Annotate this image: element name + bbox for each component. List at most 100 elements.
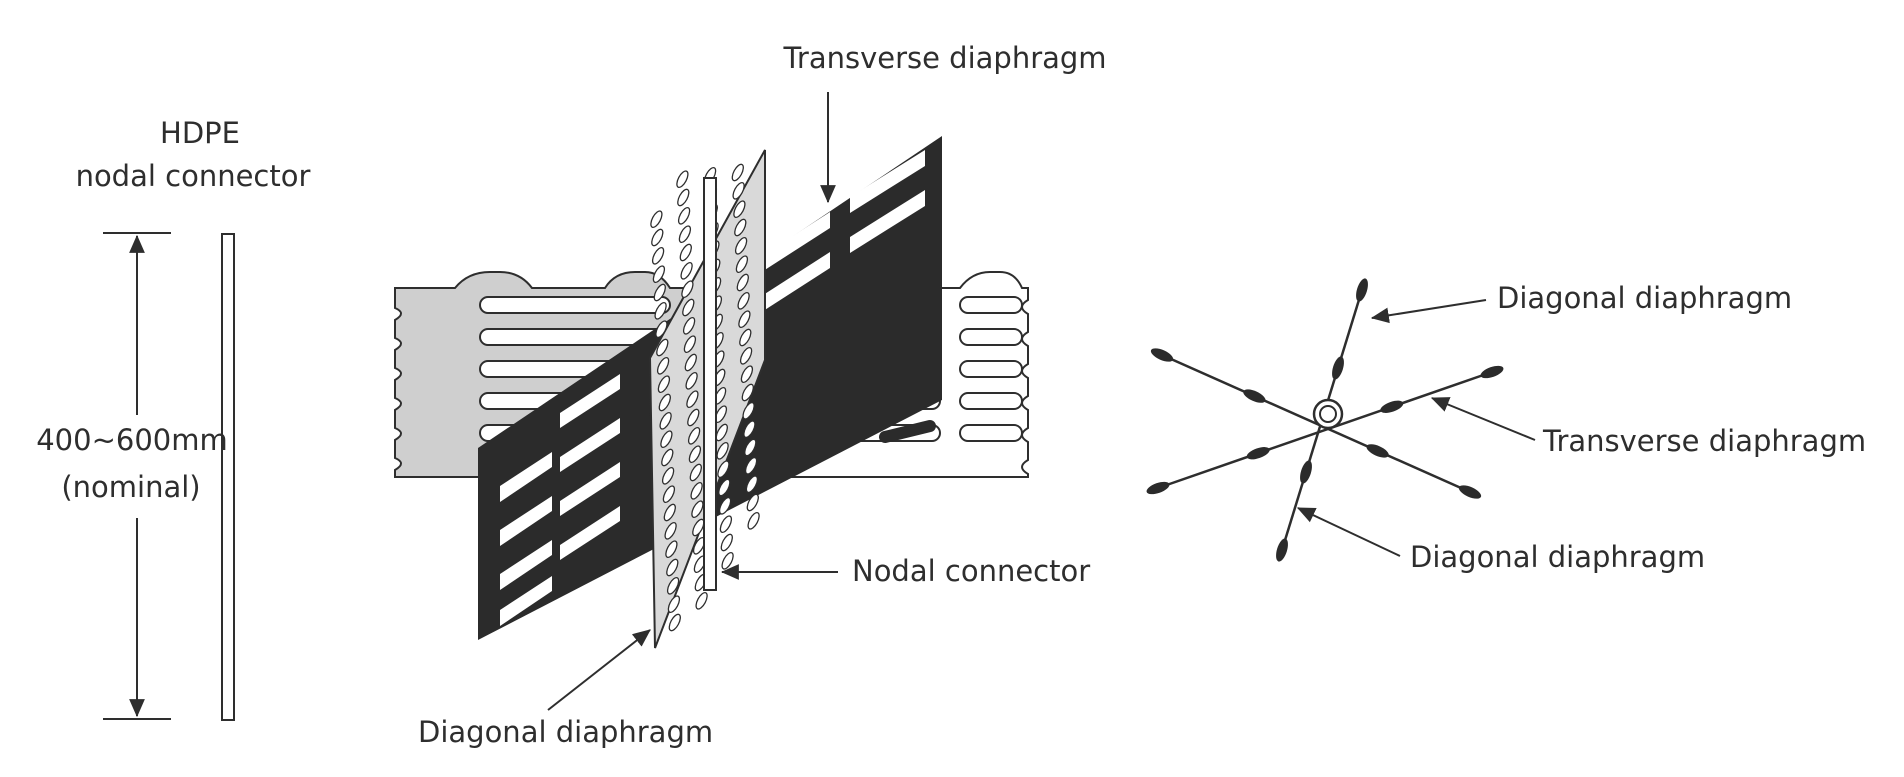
mesh-opening: [666, 576, 680, 595]
connector-caption-line1: HDPE: [160, 116, 240, 150]
mesh-opening: [658, 393, 671, 412]
mesh-opening: [679, 243, 692, 262]
mesh-opening: [715, 423, 728, 442]
mesh-opening: [744, 438, 757, 457]
mesh-opening: [742, 401, 755, 420]
mesh-opening: [653, 283, 666, 302]
plan-node-marker: [1243, 389, 1266, 403]
mesh-opening: [661, 466, 675, 485]
mesh-opening: [747, 511, 760, 530]
mesh-opening: [651, 246, 665, 265]
hdpe-connector-group: HDPE nodal connector: [76, 116, 311, 721]
mesh-opening: [668, 613, 681, 632]
label-nodal-connector: Nodal connector: [852, 554, 1090, 588]
mesh-opening: [677, 206, 691, 225]
leader-plan-diagonal-top: [1370, 299, 1487, 324]
plan-connector-inner: [1319, 405, 1337, 423]
mesh-opening: [733, 200, 746, 219]
mesh-opening: [720, 533, 733, 552]
plan-node-marker: [1380, 400, 1404, 413]
leader-plan-diagonal-bottom: [1296, 507, 1401, 557]
plan-diagonal-b: [1161, 353, 1471, 494]
hdpe-connector-bar: [221, 233, 235, 721]
mesh-opening: [721, 551, 734, 570]
mesh-opening: [691, 500, 704, 519]
plan-node-marker: [1332, 356, 1344, 380]
mesh-opening: [737, 291, 750, 310]
mesh-opening: [716, 441, 729, 460]
plan-node-marker: [1458, 485, 1482, 499]
mesh-opening: [684, 353, 697, 372]
mesh-opening: [717, 460, 730, 479]
plan-node-marker: [1150, 348, 1174, 362]
mesh-opening: [677, 188, 690, 207]
mesh-opening: [690, 481, 703, 500]
plan-node-marker: [1276, 538, 1288, 562]
connector-caption-line2: nodal connector: [76, 159, 311, 193]
mesh-opening: [741, 383, 754, 402]
mesh-opening: [683, 335, 697, 354]
label-diagonal-diaphragm-bottom: Diagonal diaphragm: [418, 715, 713, 749]
label-transverse-diaphragm-top: Transverse diaphragm: [782, 41, 1106, 75]
mesh-opening: [736, 273, 749, 292]
dimension-value: 400~600mm: [36, 423, 228, 457]
mesh-opening: [734, 218, 747, 237]
mesh-opening: [650, 210, 663, 229]
plan-transverse: [1157, 370, 1493, 490]
mesh-opening: [652, 265, 666, 284]
mesh-opening: [746, 493, 759, 512]
mesh-opening: [651, 228, 664, 247]
mesh-opening: [660, 430, 673, 449]
mesh-opening: [718, 478, 731, 497]
mesh-opening: [676, 170, 689, 189]
label-plan-diagonal-top: Diagonal diaphragm: [1497, 281, 1792, 315]
mesh-opening: [665, 540, 678, 559]
mesh-opening: [656, 356, 670, 375]
leader-diagonal-bottom: [547, 629, 651, 711]
label-plan-diagonal-bottom: Diagonal diaphragm: [1410, 540, 1705, 574]
mesh-opening: [743, 420, 756, 439]
mesh-opening: [663, 503, 676, 522]
mesh-opening: [740, 365, 754, 384]
plan-node-marker: [1480, 365, 1504, 379]
mesh-opening: [680, 261, 693, 280]
plan-view-nodes: [1146, 278, 1504, 562]
label-plan-transverse: Transverse diaphragm: [1542, 424, 1866, 458]
plan-node-marker: [1146, 481, 1170, 495]
mesh-opening: [739, 328, 752, 347]
mesh-opening: [667, 595, 681, 614]
leader-plan-transverse: [1430, 397, 1536, 441]
mesh-opening: [692, 518, 705, 537]
mesh-opening: [666, 558, 679, 577]
mesh-opening: [656, 338, 669, 357]
plan-node-marker: [1300, 460, 1312, 484]
nodal-connector-bar: [703, 177, 717, 591]
mesh-opening: [654, 301, 667, 320]
mesh-opening: [732, 181, 745, 200]
mesh-opening: [689, 463, 702, 482]
mesh-opening: [657, 375, 671, 394]
mesh-opening: [718, 496, 732, 515]
mesh-opening: [734, 236, 748, 255]
mesh-opening: [682, 298, 695, 317]
cell-isometric: [394, 136, 1029, 649]
mesh-opening: [739, 346, 753, 365]
mesh-opening: [695, 591, 708, 610]
mesh-opening: [687, 408, 700, 427]
mesh-opening: [735, 255, 749, 274]
mesh-opening: [659, 411, 672, 430]
plan-node-marker: [1366, 444, 1389, 458]
mesh-opening: [662, 485, 676, 504]
dimension-note: (nominal): [61, 470, 200, 504]
mesh-opening: [681, 280, 694, 299]
mesh-opening: [678, 225, 692, 244]
mesh-opening: [688, 445, 702, 464]
transverse-diaphragm-openings: [500, 150, 925, 626]
mesh-opening: [661, 448, 674, 467]
mesh-opening: [719, 515, 733, 534]
plan-node-marker: [1246, 447, 1270, 460]
mesh-opening: [744, 456, 758, 475]
mesh-opening: [731, 163, 744, 182]
